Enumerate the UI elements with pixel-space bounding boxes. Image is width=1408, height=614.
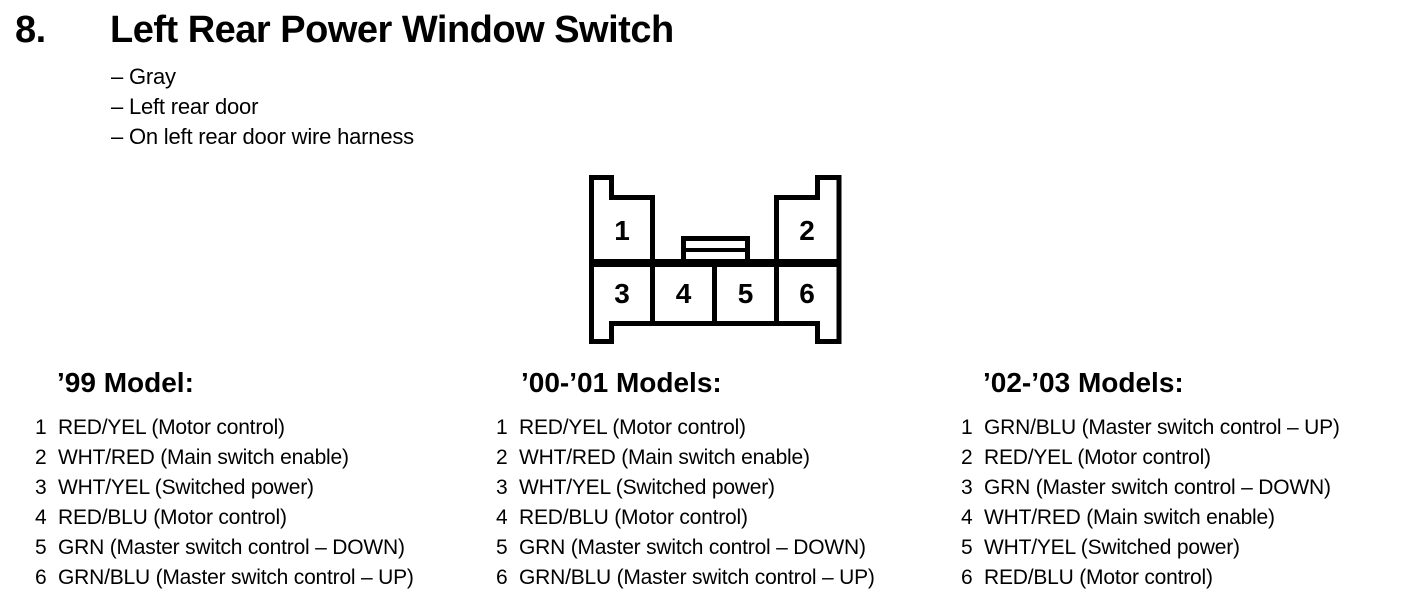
section-number: 8. (15, 9, 46, 51)
pin-number: 1 (961, 416, 973, 439)
pin-1-label: 1 (614, 215, 630, 246)
pin-description: RED/YEL (Motor control) (519, 416, 746, 439)
pin-row: 6 RED/BLU (Motor control) (961, 563, 1340, 593)
pin-list-99: 1 RED/YEL (Motor control) 2 WHT/RED (Main … (35, 413, 414, 593)
pin-description: GRN (Master switch control – DOWN) (58, 536, 405, 559)
pin-description: WHT/RED (Main switch enable) (984, 506, 1275, 529)
column-header-02-03: ’02-’03 Models: (983, 367, 1184, 398)
note-harness: – On left rear door wire harness (111, 124, 414, 149)
pin-number: 4 (35, 506, 47, 529)
pin-row: 3 WHT/YEL (Switched power) (35, 473, 414, 503)
column-header-99: ’99 Model: (57, 367, 194, 398)
pin-description: GRN (Master switch control – DOWN) (984, 476, 1331, 499)
pin-number: 1 (496, 416, 508, 439)
note-location: – Left rear door (111, 94, 259, 119)
pin-list-00-01: 1 RED/YEL (Motor control) 2 WHT/RED (Main … (496, 413, 875, 593)
pin-number: 2 (35, 446, 47, 469)
pin-row: 4 WHT/RED (Main switch enable) (961, 503, 1340, 533)
pin-number: 6 (496, 566, 508, 589)
pin-description: GRN/BLU (Master switch control – UP) (58, 566, 414, 589)
connector-outline (589, 175, 842, 344)
pin-row: 3 WHT/YEL (Switched power) (496, 473, 875, 503)
connector-pinout-diagram: 1 2 3 4 5 6 (586, 170, 846, 346)
pin-number: 3 (35, 476, 47, 499)
pin-row: 5 WHT/YEL (Switched power) (961, 533, 1340, 563)
pin-description: RED/YEL (Motor control) (984, 446, 1211, 469)
note-color: – Gray (111, 64, 176, 89)
pin-description: GRN/BLU (Master switch control – UP) (984, 416, 1340, 439)
pin-row: 3 GRN (Master switch control – DOWN) (961, 473, 1340, 503)
pin-description: RED/BLU (Motor control) (58, 506, 287, 529)
column-header-00-01: ’00-’01 Models: (521, 367, 722, 398)
pin-number: 6 (35, 566, 47, 589)
pin-number: 4 (496, 506, 508, 529)
pin-number: 3 (961, 476, 973, 499)
pin-row: 1 RED/YEL (Motor control) (35, 413, 414, 443)
pin-number: 2 (496, 446, 508, 469)
pin-description: RED/YEL (Motor control) (58, 416, 285, 439)
pin-3-label: 3 (614, 278, 630, 309)
pin-row: 2 WHT/RED (Main switch enable) (496, 443, 875, 473)
page-title: Left Rear Power Window Switch (110, 9, 674, 51)
pin-number: 6 (961, 566, 973, 589)
pin-description: WHT/RED (Main switch enable) (519, 446, 810, 469)
pin-row: 5 GRN (Master switch control – DOWN) (35, 533, 414, 563)
pin-row: 1 RED/YEL (Motor control) (496, 413, 875, 443)
pin-dividers (650, 263, 779, 324)
pin-number: 2 (961, 446, 973, 469)
pin-row: 6 GRN/BLU (Master switch control – UP) (496, 563, 875, 593)
pin-description: RED/BLU (Motor control) (984, 566, 1213, 589)
pin-description: GRN (Master switch control – DOWN) (519, 536, 866, 559)
pin-number: 5 (496, 536, 508, 559)
pin-description: WHT/YEL (Switched power) (984, 536, 1240, 559)
pin-number: 5 (961, 536, 973, 559)
pin-description: WHT/YEL (Switched power) (519, 476, 775, 499)
pin-number: 4 (961, 506, 973, 529)
pin-row: 2 RED/YEL (Motor control) (961, 443, 1340, 473)
pin-row: 2 WHT/RED (Main switch enable) (35, 443, 414, 473)
pin-row: 4 RED/BLU (Motor control) (35, 503, 414, 533)
pin-number: 1 (35, 416, 47, 439)
pin-row: 4 RED/BLU (Motor control) (496, 503, 875, 533)
pin-2-label: 2 (799, 215, 815, 246)
pin-description: WHT/YEL (Switched power) (58, 476, 314, 499)
pin-description: WHT/RED (Main switch enable) (58, 446, 349, 469)
pin-number: 3 (496, 476, 508, 499)
pin-row: 5 GRN (Master switch control – DOWN) (496, 533, 875, 563)
pin-row: 1 GRN/BLU (Master switch control – UP) (961, 413, 1340, 443)
pin-row: 6 GRN/BLU (Master switch control – UP) (35, 563, 414, 593)
pin-5-label: 5 (738, 278, 754, 309)
connector-notes: – Gray – Left rear door – On left rear d… (111, 62, 414, 152)
pin-6-label: 6 (799, 278, 815, 309)
pin-description: RED/BLU (Motor control) (519, 506, 748, 529)
pin-description: GRN/BLU (Master switch control – UP) (519, 566, 875, 589)
pin-4-label: 4 (676, 278, 692, 309)
pin-number: 5 (35, 536, 47, 559)
